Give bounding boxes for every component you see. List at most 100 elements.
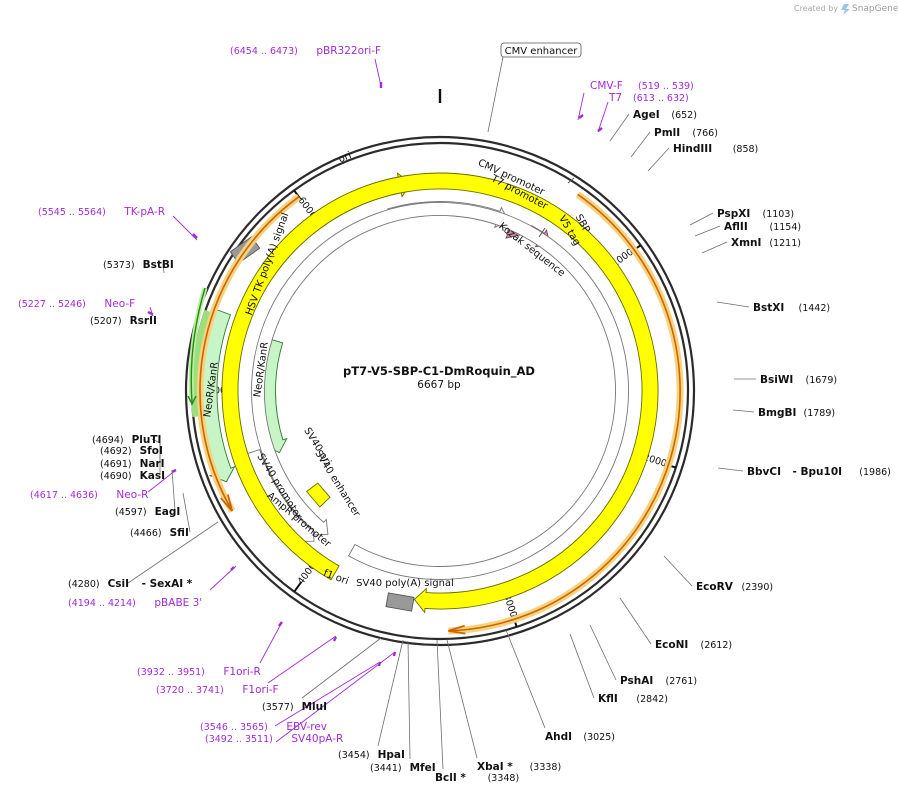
- feature-label-ori: ori: [337, 150, 353, 165]
- orf-right: [448, 191, 684, 635]
- feature-arrow: [251, 202, 629, 580]
- site-pmli: PmlI(766): [654, 127, 718, 139]
- polya-box: [385, 592, 415, 612]
- site-name: AgeI: [633, 109, 660, 121]
- feature-sv40-poly-a-signal: [385, 592, 415, 612]
- site-econi: EcoNI (2612): [655, 639, 732, 651]
- credit-prefix: Created by: [794, 4, 838, 13]
- primer-leader: [172, 215, 198, 241]
- site-name: HindIII: [673, 143, 712, 155]
- site-position: (2842): [636, 694, 668, 705]
- site-position: (2761): [666, 676, 698, 687]
- leader-line: [732, 409, 755, 413]
- site-name: BstXI: [753, 302, 784, 314]
- primer-leader: [209, 565, 237, 591]
- neo-inner-arc: [190, 309, 211, 418]
- site-bbvci: BbvCI- Bpu10I(1986): [747, 466, 891, 478]
- site-position: (1103): [763, 209, 795, 220]
- primer-leader: [577, 92, 585, 121]
- primer-name: TK-pA-R: [123, 206, 165, 218]
- site-bstxi: BstXI(1442): [753, 302, 830, 314]
- primer-leader: [259, 621, 283, 664]
- site-position: (5373): [103, 260, 135, 271]
- primer-mark: [332, 636, 338, 642]
- leader-line: [171, 469, 176, 512]
- site-position: (4692): [100, 446, 132, 457]
- primer-neo-f: (5227 .. 5246) Neo-F: [18, 298, 135, 310]
- orf-head: [448, 624, 466, 635]
- leader-line: [301, 637, 382, 699]
- leader-line: [663, 555, 693, 587]
- primer-leader: [374, 58, 382, 87]
- feature-label-sv40-poly-a-signal: SV40 poly(A) signal: [356, 578, 454, 589]
- primer-pbabe-3: (4194 .. 4214)pBABE 3': [68, 597, 202, 609]
- primer-range: (4617 .. 4636): [30, 490, 98, 501]
- kozak-tick: [538, 227, 546, 238]
- site-name: XmnI: [731, 237, 761, 249]
- site-position: (858): [733, 144, 759, 155]
- site-name: MfeI: [410, 762, 436, 774]
- site-name: BmgBI: [758, 407, 796, 419]
- primer-range: (613 .. 632): [633, 93, 689, 104]
- site-sfoi: (4692)SfoI: [100, 445, 163, 457]
- site-ahdi: AhdI(3025): [545, 731, 615, 743]
- leader-line: [162, 263, 165, 274]
- site-position: (3348): [488, 773, 520, 784]
- site-mfei: (3441) MfeI: [370, 762, 436, 774]
- site-name: EcoRV: [696, 581, 734, 593]
- leader-line: [589, 624, 617, 681]
- primer-name: pBABE 3': [154, 597, 202, 609]
- primer-range: (3720 .. 3741): [156, 685, 224, 696]
- site-position: (1154): [770, 222, 802, 233]
- site-name: KflI: [598, 693, 618, 705]
- primer-cmv-f: CMV-F(519 .. 539): [590, 80, 694, 92]
- site-name: PshAI: [620, 675, 653, 687]
- site-position: (3441): [370, 763, 402, 774]
- primer-range: (6454 .. 6473): [230, 46, 298, 57]
- primer-name: EBV-rev: [286, 721, 327, 733]
- feature-label-f1-ori: f1 ori: [322, 568, 350, 587]
- feature-f1-ori-14: [221, 172, 659, 614]
- site-position: (3338): [530, 762, 562, 773]
- site-name: BbvCI: [747, 466, 781, 478]
- primer-range: (5227 .. 5246): [18, 299, 86, 310]
- site-name: AhdI: [545, 731, 572, 743]
- primer-t7: T7(613 .. 632): [608, 92, 689, 104]
- site-name: RsrII: [130, 315, 157, 327]
- primer-range: (3932 .. 3951): [137, 667, 205, 678]
- site-sfii: (4466)SfiI: [130, 527, 189, 539]
- leader-line: [407, 640, 411, 760]
- leader-line: [569, 633, 595, 699]
- leader-line: [127, 521, 219, 584]
- leader-line: [630, 131, 651, 158]
- plasmid-name: pT7-V5-SBP-C1-DmRoquin_AD: [343, 364, 535, 379]
- primer-leader: [147, 469, 177, 493]
- site-position: (2612): [701, 640, 733, 651]
- primer-tk-pa-r: (5545 .. 5564)TK-pA-R: [38, 206, 165, 218]
- site-name: BstBI: [143, 259, 174, 271]
- credit-brand: SnapGene: [852, 4, 898, 14]
- site-pluti: (4694)PluTI: [92, 434, 161, 446]
- site-bcli: BclI *(3348): [435, 772, 519, 784]
- site-position: (5207): [90, 316, 122, 327]
- site-name: SfiI: [170, 527, 189, 539]
- neo-line: [190, 287, 206, 403]
- primer-leader: [267, 635, 337, 684]
- primer-mark: [192, 233, 198, 239]
- neo-glow: [190, 309, 211, 418]
- primer-name: SV40pA-R: [291, 733, 343, 745]
- primer-f1ori-r: (3932 .. 3951)F1ori-R: [137, 666, 261, 678]
- site-name: PspXI: [717, 208, 750, 220]
- primer-ebv-rev: (3546 .. 3565)EBV-rev: [200, 721, 327, 733]
- site-name: EcoNI: [655, 639, 688, 651]
- neo-inner-line: [187, 287, 208, 406]
- leader-line: [377, 639, 404, 747]
- feature-label-cmv-enhancer: CMV enhancer: [505, 46, 579, 57]
- neo-head: [187, 395, 197, 406]
- primer-name: Neo-F: [104, 298, 135, 310]
- site-name: HpaI: [378, 749, 405, 761]
- label-box: [500, 42, 582, 58]
- leader-line: [647, 147, 670, 172]
